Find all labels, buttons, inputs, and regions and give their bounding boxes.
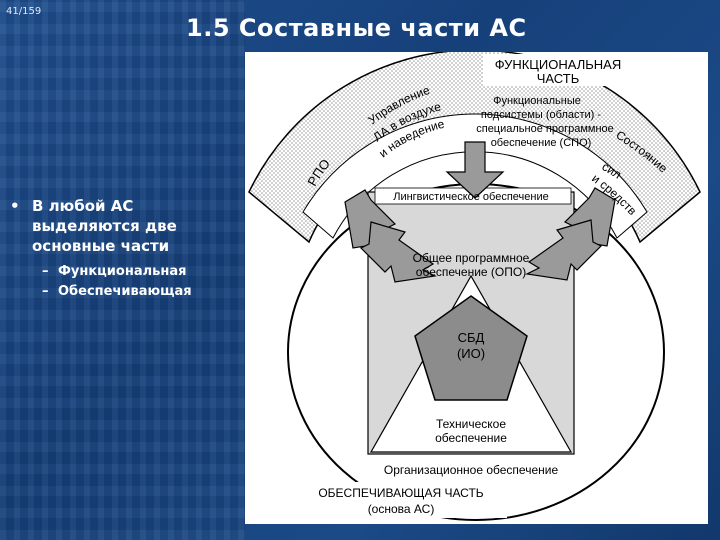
bullet-marker: • bbox=[10, 197, 20, 215]
sub-bullet-label: Функциональная bbox=[58, 264, 187, 279]
diagram-svg: ФУНКЦИОНАЛЬНАЯ ЧАСТЬ Функциональные подс… bbox=[248, 52, 701, 521]
main-bullet-line3: основные части bbox=[32, 237, 170, 255]
arrow-bottom-left bbox=[359, 221, 437, 283]
main-bullet-line1: В любой АС bbox=[32, 197, 134, 215]
sbd-line1: СБД bbox=[458, 330, 485, 345]
support-basis-label: (основа АС) bbox=[368, 502, 435, 516]
arrow-bottom-right bbox=[525, 219, 603, 281]
dash-marker: – bbox=[42, 284, 49, 299]
functional-part-line2: ЧАСТЬ bbox=[537, 71, 579, 86]
functional-part-label-bg bbox=[483, 54, 633, 86]
slide-title: 1.5 Составные части АС bbox=[186, 14, 527, 42]
main-bullet-text: В любой АС выделяются две основные части bbox=[32, 196, 177, 256]
func-sub-line3: специальное программное bbox=[476, 123, 614, 135]
linguistic-label: Лингвистическое обеспечение bbox=[393, 191, 549, 203]
sub-bullet-label: Обеспечивающая bbox=[58, 284, 192, 299]
sub-bullet-functional: –Функциональная bbox=[42, 262, 245, 282]
ops-line1: Общее программное bbox=[413, 251, 530, 265]
arrow-center-up bbox=[445, 141, 505, 199]
support-label-bg bbox=[297, 482, 507, 518]
sbd-pentagon bbox=[414, 295, 528, 401]
main-bullet: • В любой АС выделяются две основные час… bbox=[10, 196, 245, 256]
sbd-line2: (ИО) bbox=[457, 346, 485, 361]
func-sub-line2: подсистемы (области) - bbox=[481, 109, 601, 121]
bullet-list: • В любой АС выделяются две основные час… bbox=[10, 196, 245, 302]
background-texture bbox=[0, 0, 245, 540]
sub-bullet-supporting: –Обеспечивающая bbox=[42, 282, 245, 302]
ops-line2: обеспечение (ОПО) bbox=[416, 265, 526, 279]
dash-marker: – bbox=[42, 264, 49, 279]
slide-number: 41/159 bbox=[6, 6, 42, 17]
as-structure-diagram: ФУНКЦИОНАЛЬНАЯ ЧАСТЬ Функциональные подс… bbox=[245, 52, 708, 524]
org-label: Организационное обеспечение bbox=[384, 463, 559, 477]
support-part-label: ОБЕСПЕЧИВАЮЩАЯ ЧАСТЬ bbox=[318, 486, 483, 500]
functional-part-line1: ФУНКЦИОНАЛЬНАЯ bbox=[495, 57, 621, 72]
tech-line1: Техническое bbox=[436, 417, 506, 431]
tech-line2: обеспечение bbox=[435, 431, 507, 445]
func-sub-line4: обеспечение (СПО) bbox=[491, 137, 592, 149]
func-sub-line1: Функциональные bbox=[493, 95, 581, 107]
main-bullet-line2: выделяются две bbox=[32, 217, 177, 235]
functional-fan-inner bbox=[302, 113, 648, 239]
sub-bullet-list: –Функциональная –Обеспечивающая bbox=[42, 262, 245, 302]
